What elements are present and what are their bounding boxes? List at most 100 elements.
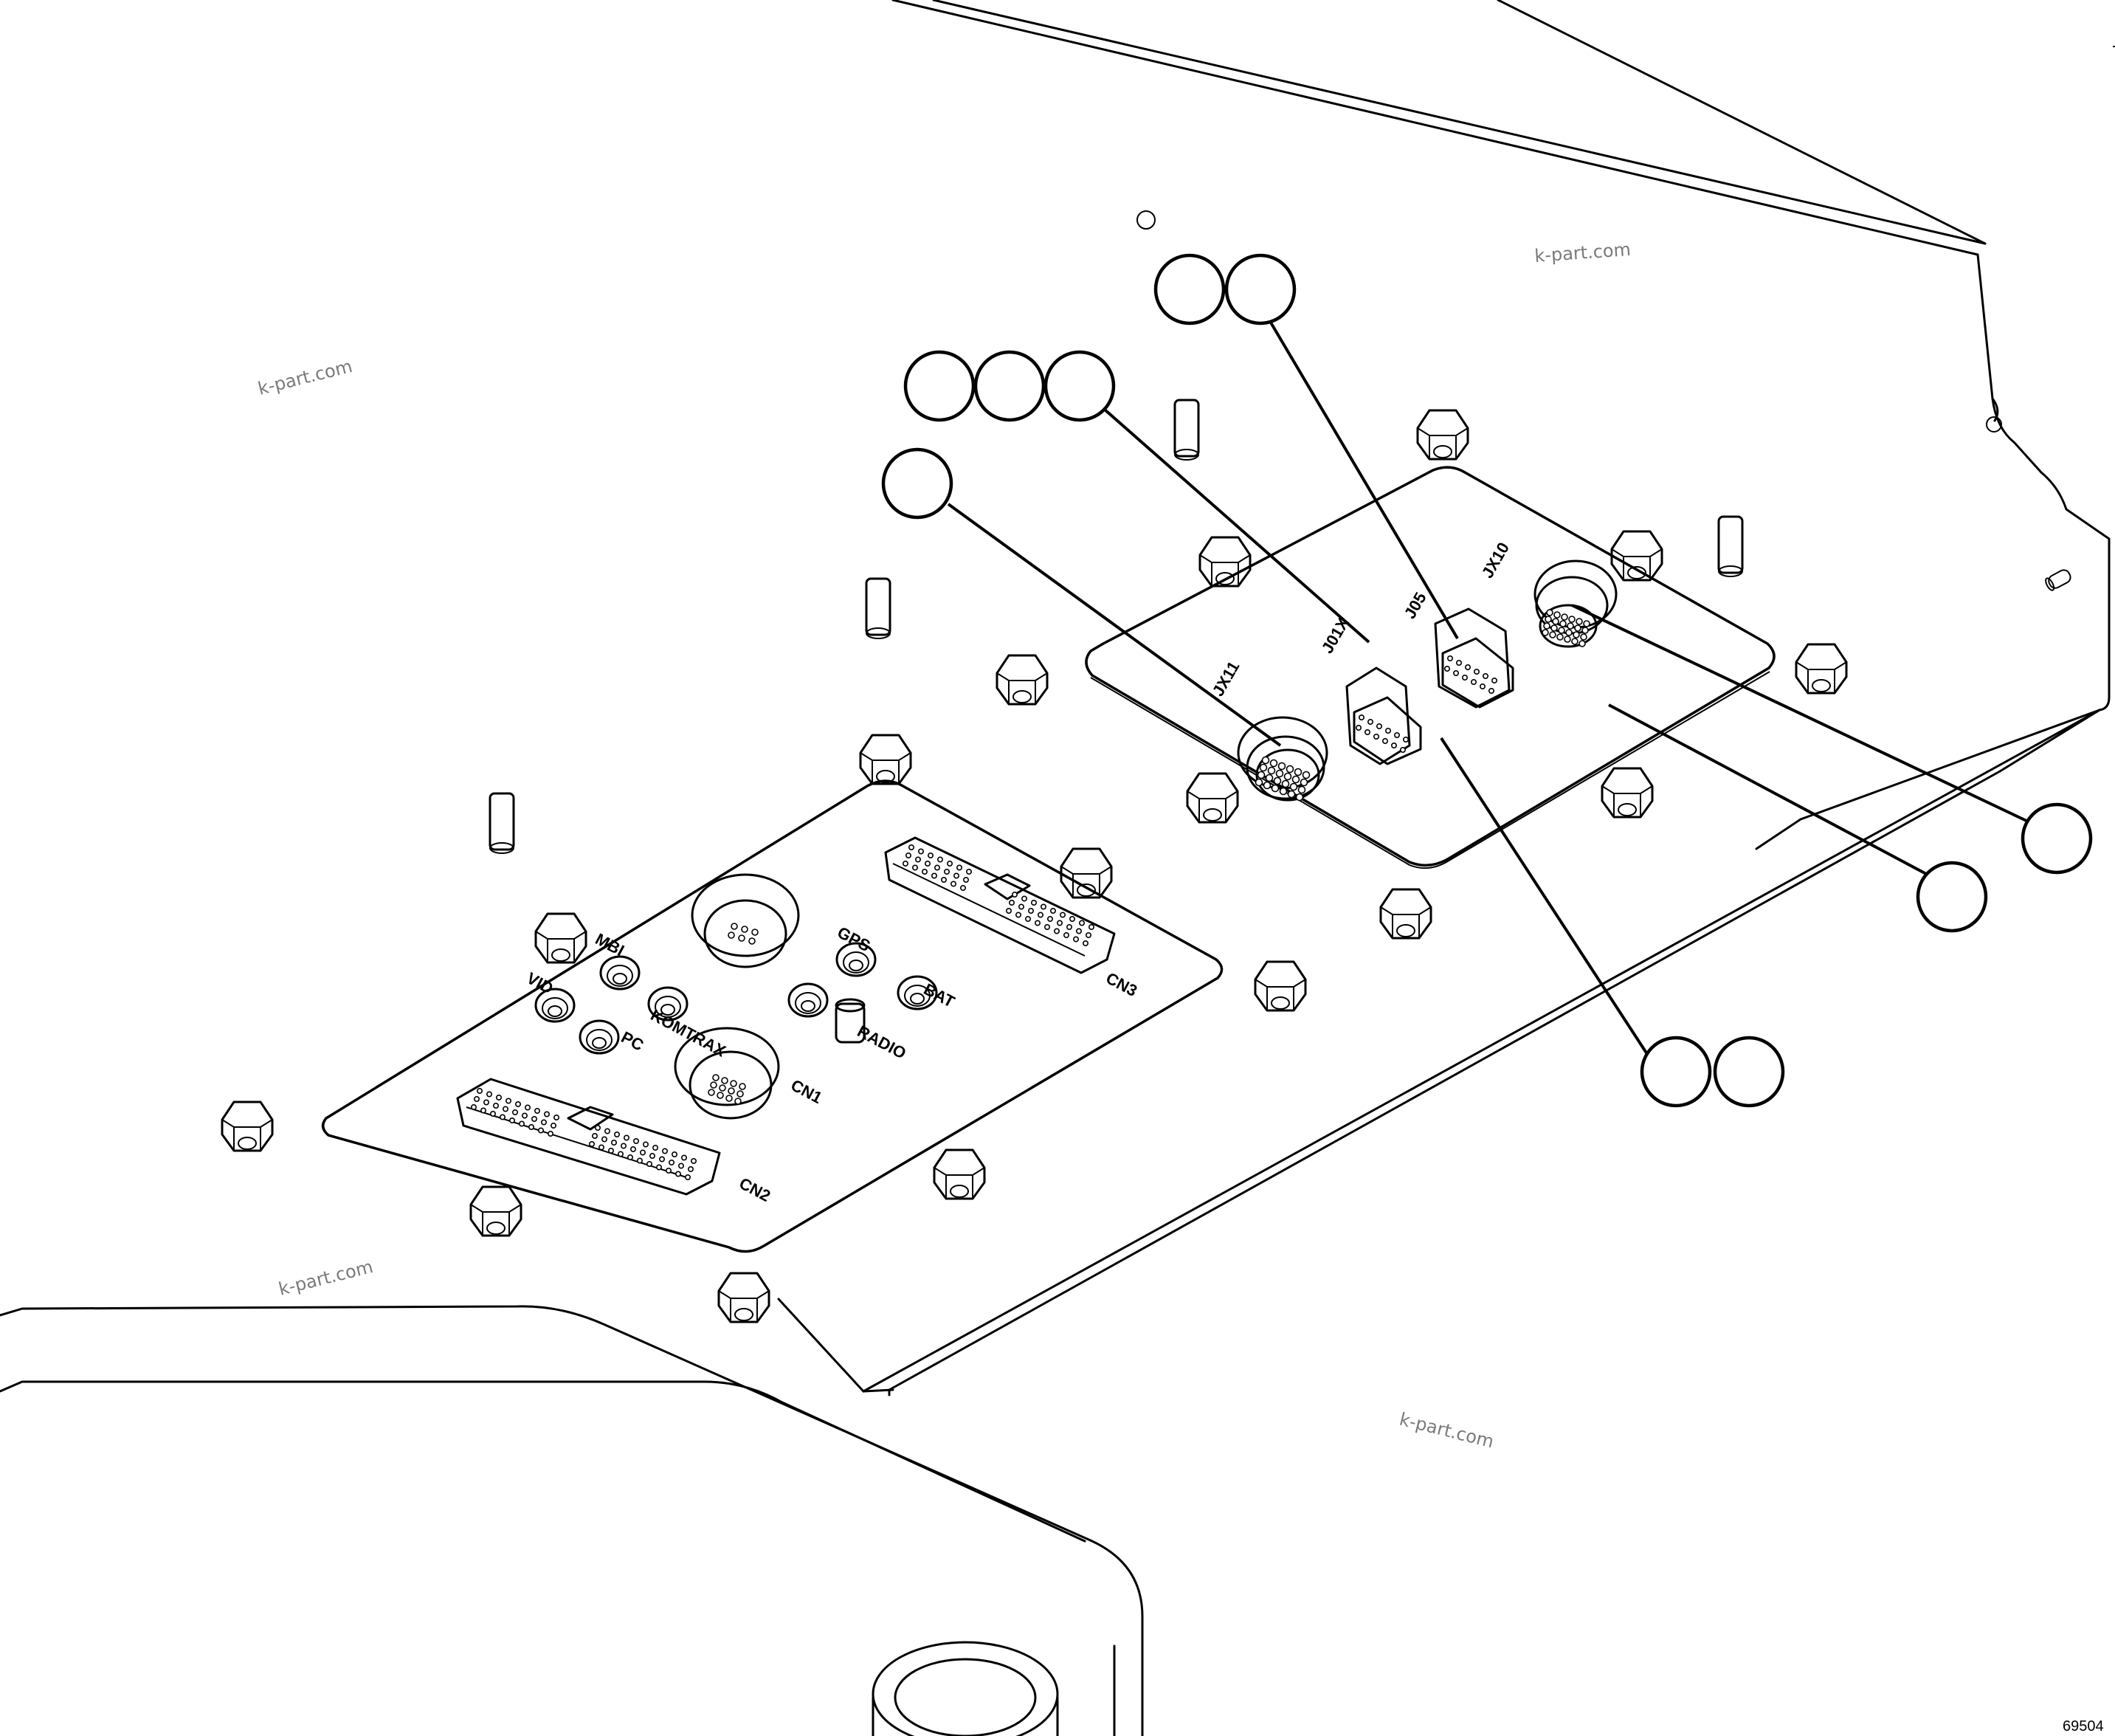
connector-pin xyxy=(751,929,759,936)
connector-pin xyxy=(547,1131,553,1137)
connector-pin xyxy=(1462,674,1469,681)
connector-pin xyxy=(730,1080,737,1087)
connector-pin xyxy=(710,1081,717,1089)
connector-pin xyxy=(588,1141,595,1148)
connector-pin xyxy=(620,1143,627,1149)
connector-pin xyxy=(1054,928,1060,934)
connector-pin xyxy=(518,1120,525,1127)
callout-bubble xyxy=(903,350,976,422)
connector-pin xyxy=(1480,683,1486,689)
connector-pin xyxy=(1018,903,1025,910)
callout-bubble xyxy=(973,350,1046,422)
port-connector xyxy=(599,955,641,991)
connector-pin xyxy=(1041,903,1047,910)
connector-pin xyxy=(1060,912,1066,918)
connector-pin xyxy=(1012,892,1018,898)
connector-pin xyxy=(1015,912,1022,918)
connector-pin xyxy=(953,872,960,879)
connector-pin xyxy=(1556,633,1564,641)
connector-pin xyxy=(1456,659,1463,666)
port-connector xyxy=(897,975,938,1010)
connector-pin xyxy=(1047,916,1054,923)
callout-bubble xyxy=(1713,1036,1785,1108)
callout-bubble xyxy=(881,447,953,520)
connector-pin xyxy=(627,1154,633,1161)
connector-pin xyxy=(947,861,953,867)
connector-pin xyxy=(489,1111,496,1117)
connector-pin xyxy=(1549,631,1556,638)
connector-pin xyxy=(1543,622,1550,630)
connector-pin xyxy=(636,1157,643,1164)
connector-pin xyxy=(1356,724,1362,731)
hex-nut xyxy=(469,1185,522,1237)
callout-bubble xyxy=(1153,253,1226,326)
connector-pin xyxy=(1376,723,1383,729)
callout-bubbles xyxy=(881,253,2093,1108)
connector-pin xyxy=(1364,728,1371,735)
connector-pin xyxy=(708,1089,715,1096)
connector-pin xyxy=(1400,746,1407,753)
connector-pin xyxy=(661,1148,668,1154)
connector-pin xyxy=(1297,785,1306,794)
connector-pin xyxy=(613,1132,620,1138)
figure-number: 69504 xyxy=(2063,1718,2104,1735)
port-connector xyxy=(534,988,576,1023)
connector-pin xyxy=(604,1128,610,1134)
hex-nut xyxy=(933,1148,986,1200)
connector-pin xyxy=(934,864,941,871)
lower-connector-plate xyxy=(321,779,1224,1253)
connector-pin xyxy=(1567,622,1574,630)
port-connector xyxy=(579,1019,620,1055)
connector-pin xyxy=(1359,714,1365,720)
connector-pin xyxy=(739,1083,746,1090)
connector-pin xyxy=(1382,737,1389,744)
connector-pin xyxy=(1546,609,1553,616)
watermark: k-part.com xyxy=(1398,1409,1497,1453)
connector-pin xyxy=(1261,756,1270,765)
connector-pin xyxy=(1259,763,1268,772)
dowel-pin xyxy=(865,577,891,639)
connector-pin xyxy=(966,869,973,875)
connector-pin xyxy=(1488,687,1495,694)
connector-pin xyxy=(1471,678,1477,685)
port-connector xyxy=(787,982,829,1018)
connector-pin xyxy=(470,1104,477,1111)
connector-pin xyxy=(1391,742,1398,748)
connector-pin xyxy=(1079,920,1086,926)
connector-pin xyxy=(956,864,963,871)
connector-pin xyxy=(728,1087,735,1095)
connector-pin xyxy=(725,1095,733,1102)
connector-pin xyxy=(1035,920,1041,926)
hex-nut xyxy=(534,912,587,964)
hex-nut xyxy=(859,734,912,785)
connector-pin xyxy=(1289,782,1298,791)
connector-cn1 xyxy=(674,1027,780,1120)
connector-pin xyxy=(1581,627,1589,634)
connector-pin xyxy=(1561,613,1568,621)
connector-pin xyxy=(671,1151,677,1158)
connector-pin xyxy=(1542,629,1549,636)
connector-pin xyxy=(511,1109,518,1116)
hex-nut xyxy=(717,1272,770,1323)
connector-pin xyxy=(1028,908,1035,914)
connector-pin xyxy=(717,1092,724,1099)
mounting-nuts xyxy=(221,409,1848,1323)
connector-pin xyxy=(521,1112,528,1119)
watermark: k-part.com xyxy=(1533,239,1631,266)
connector-pin xyxy=(1006,908,1012,914)
connector-pin xyxy=(665,1168,672,1174)
hex-nut xyxy=(1060,847,1113,899)
connector-pin xyxy=(963,877,970,884)
callout-bubble xyxy=(1916,861,1988,933)
connector-pin xyxy=(1483,672,1489,679)
connector-pin xyxy=(1009,900,1015,906)
connector-pin xyxy=(514,1101,521,1108)
connector-pin xyxy=(473,1096,480,1103)
watermark: k-part.com xyxy=(256,356,355,399)
dowel-pins xyxy=(489,399,1744,854)
small-port-connectors xyxy=(534,942,938,1055)
connector-pin xyxy=(1277,762,1286,771)
connector-pin xyxy=(1269,759,1278,768)
connector-pin xyxy=(1565,629,1573,636)
port-connector xyxy=(835,942,877,977)
